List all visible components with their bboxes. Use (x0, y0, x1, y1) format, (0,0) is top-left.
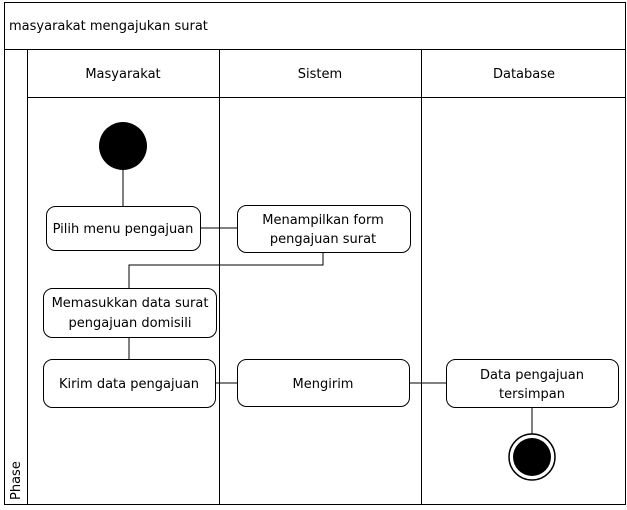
action-label-line-2: pengajuan domisili (69, 316, 192, 331)
action-menampilkan-form: Menampilkan form pengajuan surat (237, 205, 411, 253)
action-memasukkan-data: Memasukkan data surat pengajuan domisili (43, 288, 217, 338)
initial-node (99, 122, 147, 170)
lane-header-database: Database (493, 67, 555, 82)
action-label-line-1: Memasukkan data surat (52, 296, 209, 311)
edge-menampilkan-to-memasukkan (128, 253, 324, 288)
action-kirim-data-pengajuan: Kirim data pengajuan (43, 359, 216, 408)
action-pilih-menu-pengajuan: Pilih menu pengajuan (46, 206, 201, 251)
action-label: Pilih menu pengajuan (53, 222, 194, 237)
action-label-line-1: Menampilkan form (262, 213, 384, 228)
action-label: Mengirim (293, 377, 354, 392)
phase-label: Phase (9, 461, 24, 500)
action-mengirim: Mengirim (237, 359, 410, 407)
final-node (508, 433, 556, 481)
action-data-tersimpan: Data pengajuan tersimpan (446, 359, 619, 408)
diagram-title: masyarakat mengajukan surat (9, 19, 208, 34)
diagram-frame (4, 2, 626, 505)
lane-header-sistem: Sistem (298, 67, 342, 82)
lane-header-masyarakat: Masyarakat (85, 67, 160, 82)
action-label: Kirim data pengajuan (59, 377, 199, 392)
action-label-line-2: pengajuan surat (270, 232, 376, 247)
action-label-line-2: tersimpan (499, 387, 565, 402)
action-label-line-1: Data pengajuan (480, 368, 584, 383)
